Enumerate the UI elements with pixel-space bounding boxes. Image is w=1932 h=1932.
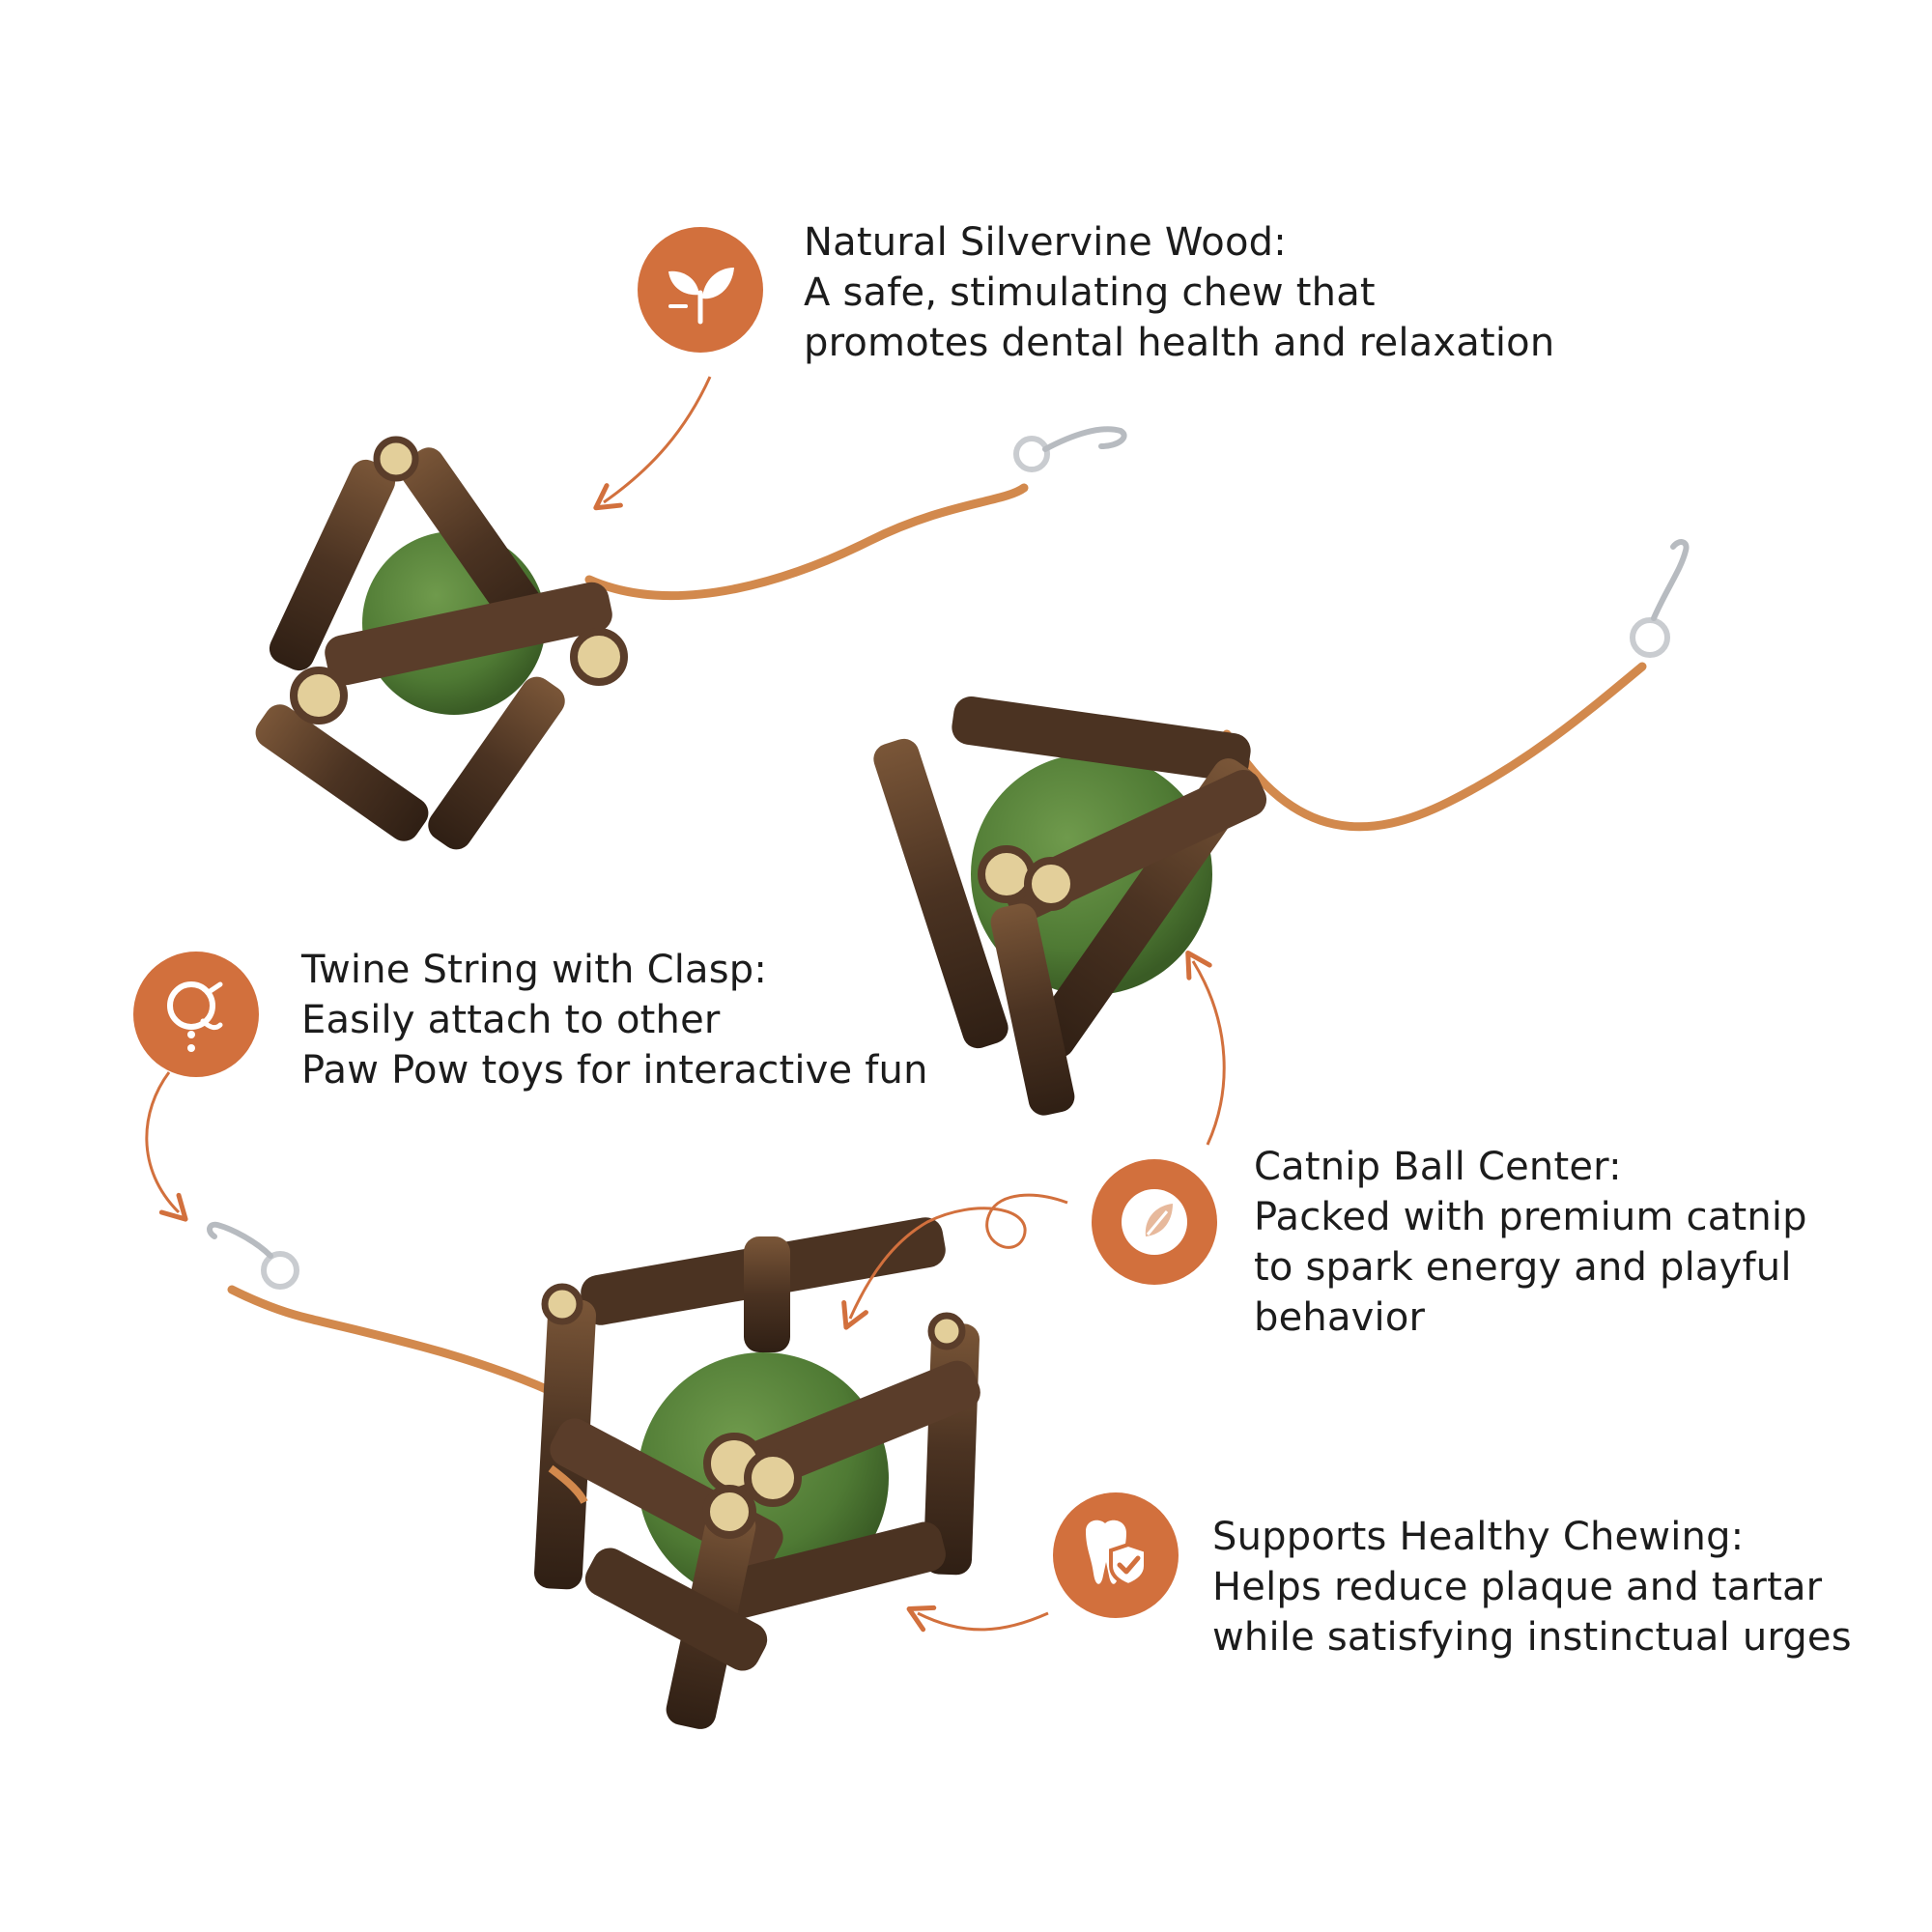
clasp [1013, 426, 1127, 472]
toy-tetrahedron-middle [873, 539, 1690, 1116]
callout-line: Packed with premium catnip [1254, 1195, 1807, 1239]
leaf-icon [638, 227, 763, 353]
toy-octahedron-top [255, 426, 1127, 850]
callout-line: behavior [1254, 1295, 1426, 1340]
callout-title: Twine String with Clasp: [301, 948, 768, 992]
silvervine-sticks [873, 696, 1267, 1116]
clasp [207, 1221, 299, 1290]
callout-title: Supports Healthy Chewing: [1212, 1515, 1745, 1559]
callout-silvervine: Natural Silvervine Wood: A safe, stimula… [804, 217, 1554, 368]
silvervine-sticks [255, 436, 628, 850]
twine-cord [584, 483, 1029, 601]
tooth-shield-icon [1053, 1492, 1179, 1618]
callout-title: Catnip Ball Center: [1254, 1145, 1622, 1189]
callout-line: to spark energy and playful [1254, 1245, 1792, 1290]
callout-title: Natural Silvervine Wood: [804, 220, 1287, 265]
silvervine-sticks [533, 1217, 980, 1729]
callout-line: Easily attach to other [301, 998, 721, 1042]
callout-catnip: Catnip Ball Center: Packed with premium … [1254, 1142, 1807, 1343]
arrow-loop-to-bottom-catnip [841, 1193, 1068, 1330]
callout-chewing: Supports Healthy Chewing: Helps reduce p… [1212, 1512, 1852, 1662]
toy-cube-bottom [207, 1217, 980, 1729]
clasp-icon [133, 952, 259, 1077]
callout-line: while satisfying instinctual urges [1212, 1615, 1852, 1660]
arrow-to-clasp [145, 1071, 188, 1222]
catnip-leaf-icon [1092, 1159, 1217, 1285]
callout-twine: Twine String with Clasp: Easily attach t… [301, 945, 928, 1095]
arrow-to-top-toy [593, 376, 712, 511]
callout-line: Paw Pow toys for interactive fun [301, 1048, 928, 1093]
arrow-to-bottom-toy [906, 1605, 1049, 1633]
twine-cord [227, 1285, 555, 1396]
clasp [1630, 539, 1690, 658]
arrow-to-middle-catnip [1185, 950, 1226, 1146]
callout-line: promotes dental health and relaxation [804, 321, 1555, 365]
callout-line: Helps reduce plaque and tartar [1212, 1565, 1823, 1609]
twine-cord [1222, 662, 1647, 832]
callout-line: A safe, stimulating chew that [804, 270, 1376, 315]
